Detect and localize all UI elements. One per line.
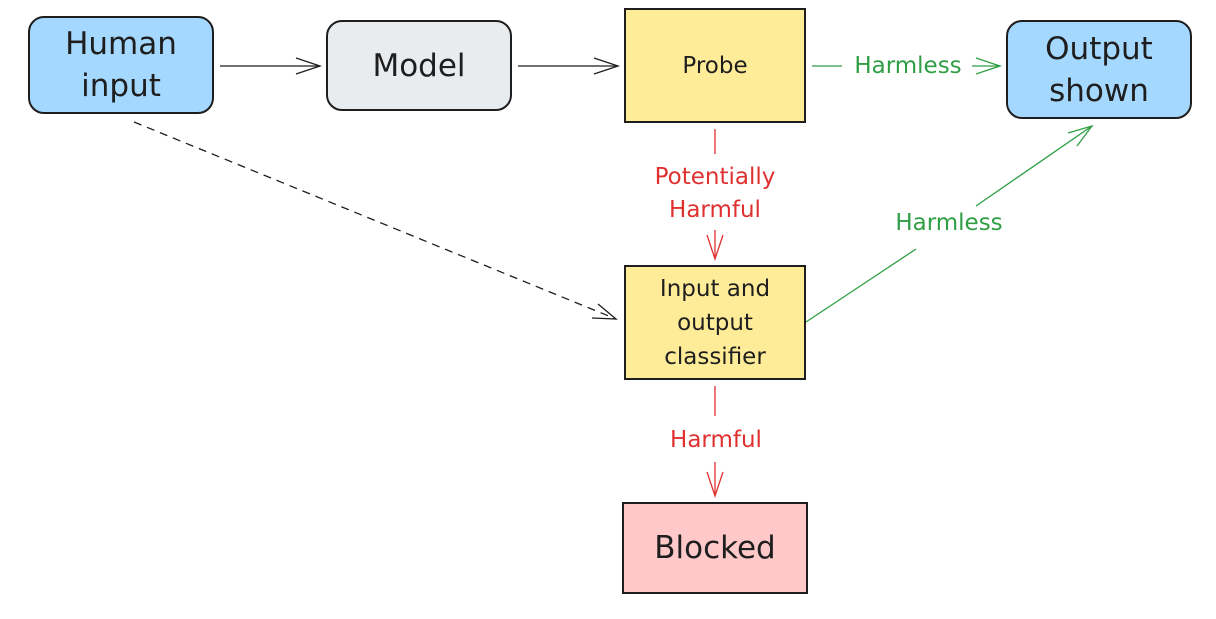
node-input-output-classifier: Input and output classifier [624,265,806,380]
node-output-shown: Output shown [1006,20,1192,119]
edge-label-classifier-harmful: Harmful [656,424,776,457]
arrow-model-to-probe [518,57,621,75]
node-model-label: Model [372,47,466,84]
arrow-classifier-to-output [805,124,1094,323]
node-blocked-label: Blocked [654,530,776,566]
node-output-shown-line2: shown [1049,72,1149,109]
arrow-classifier-to-blocked [706,386,724,499]
node-human-input-line1: Human [65,26,177,62]
edge-label-potentially-harmful-line2: Harmful [669,197,761,223]
node-human-input: Human input [28,16,214,114]
node-model: Model [326,20,512,111]
arrow-probe-to-classifier [706,129,724,262]
node-output-shown-line1: Output [1045,30,1153,67]
node-classifier-line1: Input and [659,275,771,302]
node-human-input-line2: input [81,68,161,104]
node-classifier-line3: classifier [664,343,766,370]
node-classifier-line2: output [677,309,753,336]
arrow-human-to-model [220,57,323,75]
node-blocked: Blocked [622,502,808,594]
arrow-probe-to-output [812,57,1003,75]
edge-label-potentially-harmful: Potentially Harmful [640,161,790,227]
arrow-human-to-classifier [133,121,618,320]
node-probe: Probe [624,8,806,123]
edge-label-classifier-harmless: Harmless [884,207,1014,240]
edge-label-potentially-harmful-line1: Potentially [654,164,776,190]
edge-label-probe-harmless: Harmless [846,50,970,83]
node-probe-label: Probe [682,52,748,79]
